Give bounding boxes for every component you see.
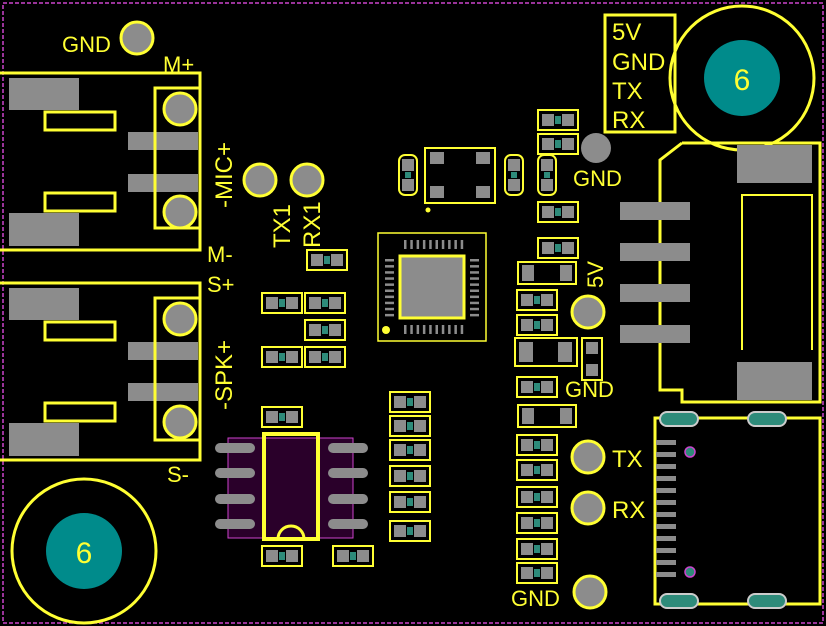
smd-capacitor-2	[504, 154, 524, 196]
smd-resistor-18	[389, 491, 431, 513]
label-mic: -MIC+	[211, 142, 238, 208]
smd-resistor-7	[304, 292, 346, 314]
smd-resistor-20	[516, 434, 558, 456]
smd-resistor-4	[537, 237, 579, 259]
label-5v-right: 5V	[583, 261, 608, 288]
smd-resistor-13	[516, 376, 558, 398]
smd-resistor-15	[389, 415, 431, 437]
smd-resistor-9	[261, 346, 303, 368]
smd-resistor-2	[537, 133, 579, 155]
smd-capacitor-3	[537, 154, 557, 196]
rx1-pad	[289, 162, 325, 198]
label-hole-top-right: 6	[734, 64, 751, 97]
gnd-pad-right-top	[581, 133, 611, 163]
smd-resistor-16	[389, 439, 431, 461]
label-s-plus: S+	[207, 272, 235, 297]
passive-components	[261, 109, 579, 584]
tx1-pad	[242, 162, 278, 198]
mounting-hole-bottom-left	[10, 477, 158, 625]
label-header-tx: TX	[612, 78, 643, 105]
sot-part-1	[517, 261, 577, 285]
label-header-rx: RX	[612, 107, 645, 134]
spk-connector	[0, 281, 202, 462]
5v-pad	[570, 294, 606, 330]
label-m-plus: M+	[163, 52, 194, 77]
label-header-gnd: GND	[612, 49, 665, 76]
smd-resistor-17	[389, 465, 431, 487]
smd-resistor-21	[516, 459, 558, 481]
label-spk: -SPK+	[211, 340, 238, 410]
usb-c-connector	[653, 411, 822, 609]
label-tx-right: TX	[612, 446, 643, 473]
label-gnd-bottom: GND	[511, 586, 560, 611]
label-s-minus: S-	[167, 462, 189, 487]
label-rx-right: RX	[612, 497, 645, 524]
smd-resistor-3	[537, 201, 579, 223]
gnd-pad-bottom	[572, 574, 608, 610]
smd-resistor-23	[516, 512, 558, 534]
smd-resistor-11	[516, 289, 558, 311]
sot-part-2	[514, 337, 603, 381]
smd-resistor-10	[304, 346, 346, 368]
smd-resistor-28	[332, 545, 374, 567]
smd-resistor-12	[516, 314, 558, 336]
smd-resistor-24	[516, 538, 558, 560]
smd-resistor-14	[389, 391, 431, 413]
smd-resistor-8	[304, 319, 346, 341]
sot-part-3	[517, 404, 577, 428]
smd-resistor-6	[261, 292, 303, 314]
label-gnd-top-left: GND	[62, 32, 111, 57]
label-gnd-right-top: GND	[573, 166, 622, 191]
label-tx1: TX1	[269, 204, 296, 248]
qfn-chip	[377, 232, 487, 342]
jst-connector	[620, 141, 822, 404]
smd-resistor-19	[389, 520, 431, 542]
label-rx1: RX1	[299, 201, 326, 248]
smd-resistor-25	[516, 562, 558, 584]
label-header-5v: 5V	[612, 19, 641, 46]
smd-resistor-27	[261, 545, 303, 567]
label-gnd-right-mid: GND	[565, 377, 614, 402]
header-box	[603, 13, 677, 134]
mic-connector	[0, 71, 202, 252]
crystal	[424, 147, 496, 213]
rx-pad	[570, 490, 606, 526]
soic-chip	[215, 432, 368, 541]
label-hole-bottom-left: 6	[76, 537, 93, 570]
label-m-minus: M-	[207, 242, 233, 267]
smd-capacitor-1	[398, 154, 418, 196]
smd-resistor-22	[516, 486, 558, 508]
smd-resistor-26	[261, 406, 303, 428]
gnd-pad-top-left	[119, 20, 155, 56]
smd-resistor-1	[537, 109, 579, 131]
tx-pad	[570, 439, 606, 475]
smd-resistor-5	[306, 249, 348, 271]
